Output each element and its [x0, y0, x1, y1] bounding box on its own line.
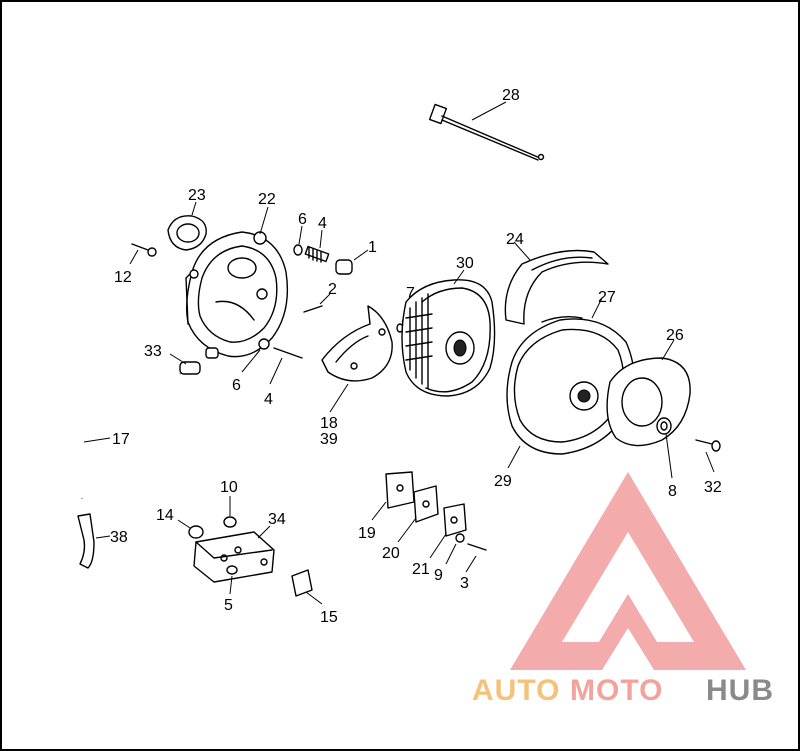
label-part-32: 32	[704, 479, 722, 496]
part-9-washer	[445, 533, 465, 565]
part-5-stud	[226, 565, 238, 595]
part-23-gasket	[167, 201, 207, 251]
watermark-moto: MOTO	[570, 674, 663, 707]
part-4-bolt-top	[304, 229, 330, 263]
label-part-9: 9	[434, 567, 443, 584]
label-part-29: 29	[494, 473, 512, 490]
part-28-rod	[428, 101, 545, 161]
label-part-4-top: 4	[318, 215, 327, 232]
part-17-tube	[80, 373, 181, 499]
label-part-24: 24	[506, 231, 524, 248]
label-part-15: 15	[320, 609, 338, 626]
part-12-pin	[129, 243, 157, 265]
label-part-23: 23	[188, 187, 206, 204]
label-part-6-lower: 6	[232, 377, 241, 394]
label-part-33: 33	[144, 343, 162, 360]
part-34-bracket	[193, 525, 275, 583]
part-19-plate	[371, 471, 415, 521]
part-32-screw	[695, 439, 721, 473]
label-part-30: 30	[456, 255, 474, 272]
part-22-backplate	[185, 206, 289, 358]
part-6-washer-lower	[241, 338, 270, 373]
part-6-washer-top	[293, 225, 303, 256]
label-part-28: 28	[502, 87, 520, 104]
label-part-26: 26	[666, 327, 684, 344]
label-part-2: 2	[328, 281, 337, 298]
watermark-logo	[510, 472, 746, 670]
part-30-filter	[401, 269, 496, 397]
label-part-17: 17	[112, 431, 130, 448]
part-24-trim	[504, 241, 609, 325]
part-10-nut	[223, 496, 237, 528]
label-part-1: 1	[368, 239, 377, 256]
part-14-cap	[177, 519, 204, 539]
label-part-12: 12	[114, 269, 132, 286]
label-part-18: 18	[320, 415, 338, 432]
label-part-6-top: 6	[298, 211, 307, 228]
label-part-19: 19	[358, 525, 376, 542]
label-part-14: 14	[156, 507, 174, 524]
part-33-connector	[169, 347, 219, 375]
part-1-cap	[335, 249, 369, 275]
part-21-plate	[429, 503, 467, 559]
label-part-34: 34	[268, 511, 286, 528]
label-part-3: 3	[460, 575, 469, 592]
part-4-bolt-lower	[269, 347, 303, 385]
label-part-39: 39	[320, 431, 338, 448]
label-part-7: 7	[406, 285, 415, 302]
part-38-elbow	[77, 513, 111, 569]
label-part-10: 10	[220, 479, 238, 496]
watermark-hub: HUB	[706, 674, 774, 707]
watermark-auto: AUTO	[472, 674, 560, 707]
part-20-plate	[397, 485, 439, 543]
label-part-22: 22	[258, 191, 276, 208]
label-part-20: 20	[382, 545, 400, 562]
label-part-21: 21	[412, 561, 430, 578]
label-part-4-lower: 4	[264, 391, 273, 408]
label-part-8: 8	[668, 483, 677, 500]
label-part-38: 38	[110, 529, 128, 546]
part-8-washer	[656, 417, 673, 479]
part-15-clip	[291, 569, 323, 605]
part-3-screw	[465, 543, 487, 573]
label-part-5: 5	[224, 597, 233, 614]
label-part-27: 27	[598, 289, 616, 306]
part-2-screw	[303, 293, 331, 313]
part-18-bracket	[321, 305, 393, 413]
